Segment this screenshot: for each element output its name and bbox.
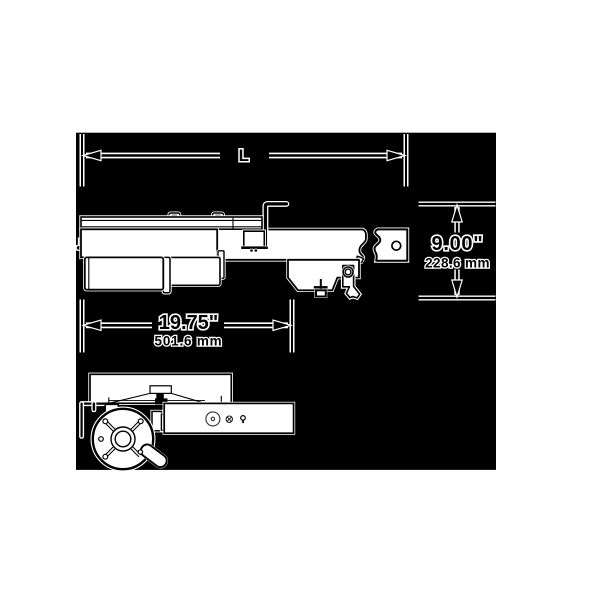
svg-text:9.00": 9.00" — [432, 233, 484, 255]
svg-text:501.6 mm: 501.6 mm — [155, 334, 223, 349]
svg-text:L: L — [239, 146, 249, 165]
svg-text:228.6 mm: 228.6 mm — [425, 256, 490, 271]
svg-text:19.75": 19.75" — [159, 312, 219, 334]
